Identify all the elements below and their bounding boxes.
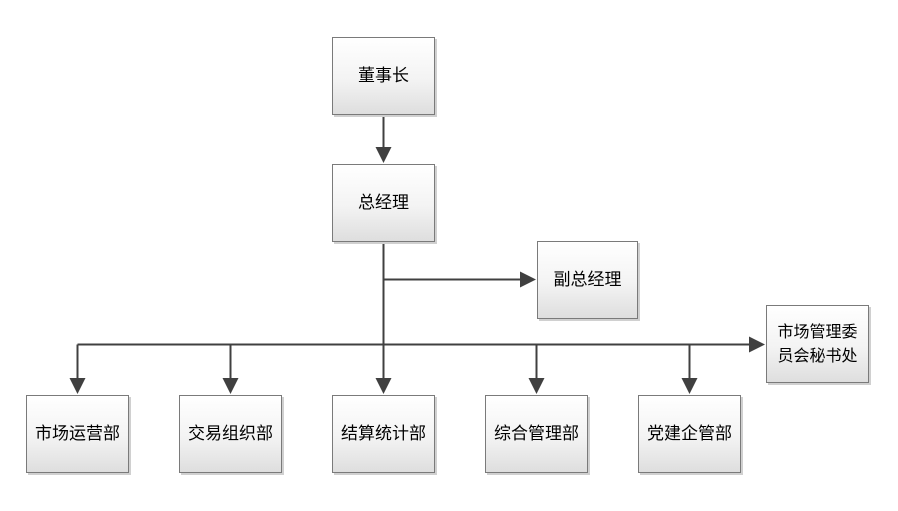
node-trade-organization: 交易组织部: [179, 395, 282, 473]
node-deputy-general-manager: 副总经理: [537, 241, 638, 319]
node-settlement-statistics: 结算统计部: [332, 395, 435, 473]
node-deputy-general-manager-label: 副总经理: [553, 270, 622, 290]
node-chairman-label: 董事长: [358, 66, 409, 86]
node-trade-organization-label: 交易组织部: [188, 424, 273, 444]
node-chairman: 董事长: [332, 37, 435, 115]
node-market-operations-label: 市场运营部: [35, 424, 120, 444]
node-market-committee-secretariat-label: 市场管理委 员会秘书处: [777, 322, 858, 365]
node-general-manager-label: 总经理: [358, 193, 409, 213]
node-general-management-label: 综合管理部: [494, 424, 579, 444]
node-party-building: 党建企管部: [638, 395, 741, 473]
node-market-committee-secretariat: 市场管理委 员会秘书处: [766, 305, 869, 383]
node-settlement-statistics-label: 结算统计部: [341, 424, 426, 444]
node-general-management: 综合管理部: [485, 395, 588, 473]
node-general-manager: 总经理: [332, 164, 435, 242]
node-market-operations: 市场运营部: [26, 395, 129, 473]
node-party-building-label: 党建企管部: [647, 424, 732, 444]
